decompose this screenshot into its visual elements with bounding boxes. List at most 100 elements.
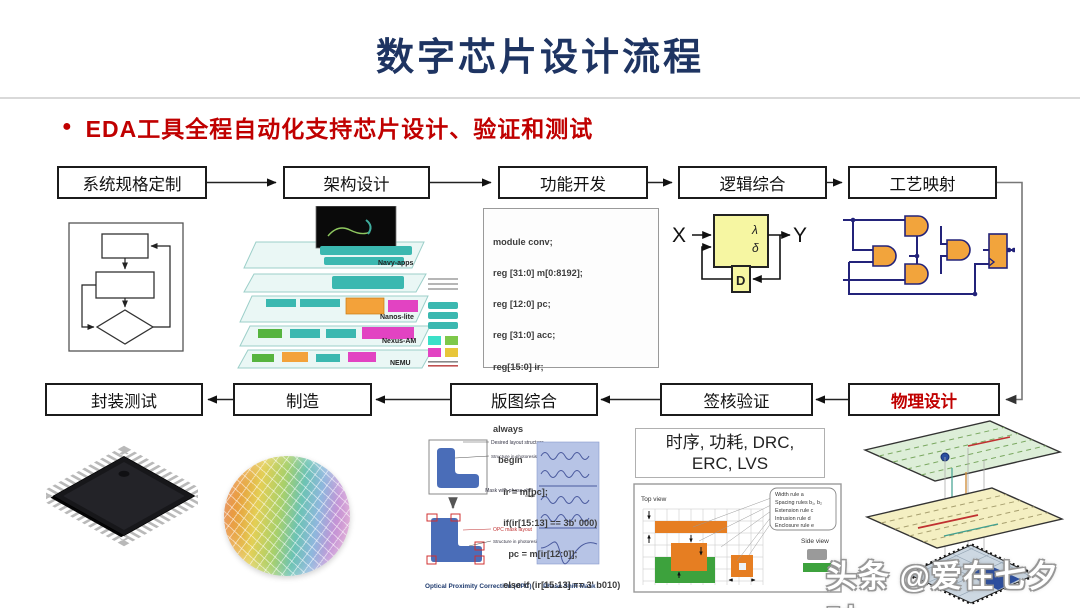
flow-box-architecture: 架构设计 bbox=[283, 166, 430, 199]
flow-box-label: 架构设计 bbox=[323, 175, 390, 194]
code-line: reg [31:0] m[0:8192]; bbox=[493, 268, 583, 279]
annotation: Structure in photoresist with OPC bbox=[493, 539, 562, 544]
code-line: else if (ir[15:13] == 3' b010) bbox=[493, 580, 621, 591]
module-blocks bbox=[252, 246, 418, 362]
decision-diamond bbox=[95, 309, 155, 345]
signoff-line: 时序, 功耗, DRC, bbox=[665, 432, 795, 452]
packaged-chip-image bbox=[46, 445, 198, 547]
annotation: Mask with phase shift bbox=[485, 488, 533, 494]
chip-pins bbox=[46, 445, 198, 547]
bullet-row: ● EDA工具全程自动化支持芯片设计、验证和测试 bbox=[62, 110, 593, 144]
arch-legend bbox=[428, 278, 458, 367]
opc-caption: Optical Proximity Correction (OPC) bbox=[425, 583, 532, 590]
code-line: reg [12:0] pc; bbox=[493, 299, 551, 310]
svg-text:Width rule a: Width rule a bbox=[775, 492, 804, 498]
and-gate bbox=[872, 245, 897, 267]
and-gate bbox=[946, 239, 971, 261]
svg-text:Navy-apps: Navy-apps bbox=[378, 260, 414, 267]
annotation: Desired layout structure bbox=[491, 440, 544, 446]
svg-text:Nexus-AM: Nexus-AM bbox=[382, 338, 416, 345]
fsm-output-label: Y bbox=[793, 224, 807, 247]
die-layout bbox=[906, 544, 1036, 604]
photoresist-structure-no-opc bbox=[437, 448, 479, 488]
annotation: OPC mask layout bbox=[493, 527, 533, 533]
flow-box-function-dev: 功能开发 bbox=[498, 166, 648, 199]
flow-box-manufacturing: 制造 bbox=[233, 383, 372, 416]
contact-hole bbox=[739, 563, 746, 570]
code-line: begin bbox=[493, 455, 523, 466]
side-view-gate bbox=[807, 549, 827, 560]
flow-box-label: 逻辑综合 bbox=[719, 175, 786, 194]
flow-box-label: 制造 bbox=[286, 392, 319, 411]
verilog-code-sample: module conv; reg [31:0] m[0:8192]; reg [… bbox=[483, 208, 659, 590]
routing-tracks-top bbox=[878, 421, 1060, 476]
flow-box-tech-mapping: 工艺映射 bbox=[848, 166, 997, 199]
flow-box-label: 签核验证 bbox=[703, 392, 770, 411]
svg-text:Intrusion rule d: Intrusion rule d bbox=[775, 516, 811, 522]
net-segment-red bbox=[967, 436, 1011, 447]
signoff-metrics-box: 时序, 功耗, DRC, ERC, LVS bbox=[635, 428, 825, 478]
code-line: if(ir[15:13] == 3b' 000) bbox=[493, 517, 598, 528]
code-line: pc = m[ir[12:0]]; bbox=[493, 548, 578, 559]
architecture-stack-figure: Navy-apps Nanos-lite Nexus-AM NEMU bbox=[237, 206, 458, 369]
tech-map-to-physical-connector bbox=[997, 181, 1023, 405]
junction-dots bbox=[850, 217, 1015, 297]
system-spec-flowchart bbox=[68, 222, 184, 352]
flow-box-layout-synthesis: 版图综合 bbox=[450, 383, 598, 416]
routing-tracks-mid bbox=[880, 488, 1062, 543]
svg-text:Extension rule c: Extension rule c bbox=[775, 508, 814, 514]
flow-box-label: 封装测试 bbox=[91, 392, 157, 411]
opc-figure: Desired layout structure Structure in ph… bbox=[425, 439, 600, 590]
layer-stack-figure bbox=[862, 420, 1065, 606]
fsm-lambda-delta-box bbox=[713, 214, 769, 268]
top-view-label: Top view bbox=[641, 496, 667, 503]
flow-box-label: 版图综合 bbox=[491, 392, 557, 411]
dimension-arrows bbox=[647, 511, 756, 582]
code-line: reg [31:0] acc; bbox=[493, 330, 556, 341]
code-line: ir = m[pc]; bbox=[493, 486, 548, 497]
rules-text: Width rule a Spacing rules b₁, b₂ Extens… bbox=[775, 492, 822, 529]
flow-box-system-spec: 系统规格定制 bbox=[57, 166, 207, 199]
signoff-line: ERC, LVS bbox=[691, 454, 769, 473]
annotation: Structure in photoresist w/o OPC bbox=[491, 454, 559, 459]
flow-box-label: 物理设计 bbox=[891, 392, 957, 411]
clock-notch bbox=[988, 257, 996, 267]
flow-box-package-test: 封装测试 bbox=[45, 383, 203, 416]
flow-box-signoff: 签核验证 bbox=[660, 383, 813, 416]
register-label: D bbox=[736, 273, 745, 288]
and-gate bbox=[904, 263, 929, 285]
mask-wave-pattern bbox=[539, 452, 598, 565]
flow-box-label: 功能开发 bbox=[540, 175, 606, 194]
fsm-input-label: X bbox=[672, 224, 686, 247]
design-rules-figure: Top view bbox=[633, 483, 842, 593]
metal-layer-top bbox=[862, 420, 1063, 482]
chip-pin1-dimple bbox=[118, 470, 130, 477]
app-screenshot-thumb bbox=[315, 206, 397, 249]
gate-schematic bbox=[843, 215, 1015, 297]
net-segment-red bbox=[917, 514, 979, 529]
lambda-symbol: λ bbox=[751, 223, 758, 237]
photoresist-structure-with-opc bbox=[431, 518, 482, 562]
layer-labels: Navy-apps Nanos-lite Nexus-AM NEMU bbox=[378, 260, 416, 367]
flow-box-label: 系统规格定制 bbox=[82, 175, 182, 194]
code-line: module conv; bbox=[493, 236, 553, 247]
flow-step-2 bbox=[95, 271, 155, 299]
opc-mask-outline bbox=[426, 513, 485, 565]
delta-symbol: δ bbox=[752, 241, 759, 255]
svg-text:NEMU: NEMU bbox=[390, 360, 411, 367]
side-view-label: Side view bbox=[801, 538, 829, 545]
net-segment-teal bbox=[943, 523, 999, 537]
flow-box-logic-synthesis: 逻辑综合 bbox=[678, 166, 827, 199]
metal-strip bbox=[655, 521, 727, 533]
rules-callout bbox=[769, 487, 837, 531]
fsm-figure: X λ δ Y D bbox=[672, 214, 807, 293]
side-view-substrate bbox=[803, 563, 831, 572]
and-gate bbox=[904, 215, 929, 237]
callout-leaders bbox=[692, 497, 772, 562]
flow-box-label: 工艺映射 bbox=[889, 175, 956, 194]
bullet-dot-icon: ● bbox=[62, 118, 72, 135]
code-line: reg[15:0] ir; bbox=[493, 361, 544, 372]
flow-box-physical-design: 物理设计 bbox=[848, 383, 1000, 416]
